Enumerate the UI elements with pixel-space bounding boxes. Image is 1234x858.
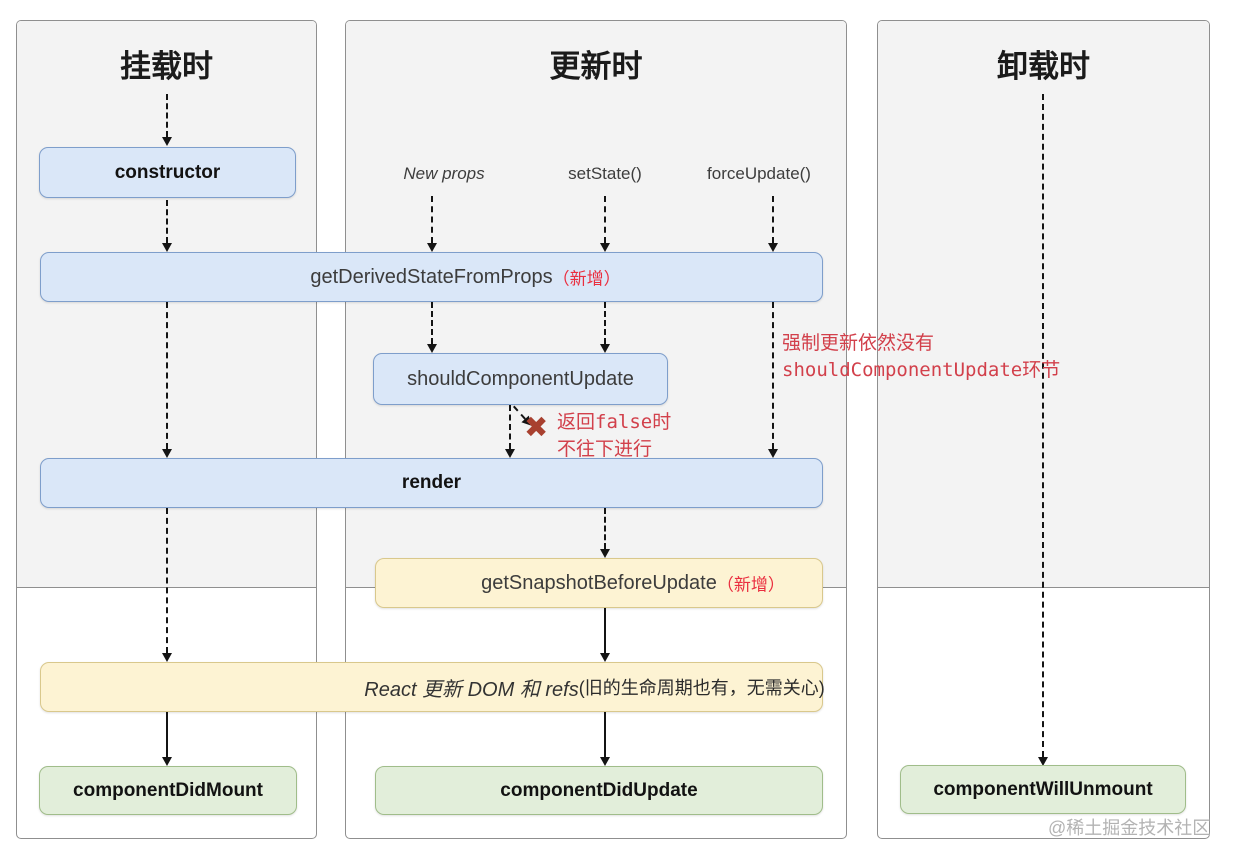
box-cdu-label: componentDidUpdate <box>500 779 698 801</box>
arrow-mount-gdsfp-to-render <box>162 302 172 458</box>
arrow-react-update-to-cdu <box>600 712 610 766</box>
arrow-force-update-to-render <box>768 302 778 458</box>
arrow-react-update-to-cdm <box>162 712 172 766</box>
arrow-new-props-to-gdsfp <box>427 196 437 252</box>
trigger-new-props: New props <box>403 164 485 183</box>
arrow-render-to-gsbu <box>600 508 610 558</box>
note-return-false: 返回false时 不往下进行 <box>557 409 671 463</box>
arrow-constructor-to-gdsfp <box>162 200 172 252</box>
arrow-mount-to-constructor <box>162 94 172 146</box>
note-force-update-line1: 强制更新依然没有 <box>782 332 935 354</box>
arrow-gdsfp-to-scu-left <box>427 302 437 353</box>
box-component-did-update: componentDidUpdate <box>375 766 823 815</box>
trigger-set-state: setState() <box>568 164 642 183</box>
panel-update-title: 更新时 <box>549 49 643 84</box>
box-component-did-mount: componentDidMount <box>39 766 297 815</box>
box-component-will-unmount: componentWillUnmount <box>900 765 1186 814</box>
stop-x-icon: ✖ <box>524 412 549 444</box>
panel-mount-title: 挂载时 <box>120 49 213 84</box>
box-react-update-note: (旧的生命周期也有，无需关心) <box>578 678 825 698</box>
arrow-gsbu-to-react-update <box>600 608 610 662</box>
arrow-scu-to-render <box>505 405 515 458</box>
box-gdsfp-new-tag: （新增） <box>552 269 621 289</box>
box-get-derived-state-from-props: getDerivedStateFromProps （新增） <box>40 252 823 302</box>
note-force-update-line2: shouldComponentUpdate环节 <box>782 359 1061 381</box>
box-scu-label: shouldComponentUpdate <box>407 367 634 390</box>
watermark: @稀土掘金技术社区 <box>1048 818 1211 838</box>
box-gdsfp-label: getDerivedStateFromProps <box>310 265 553 288</box>
box-get-snapshot-before-update: getSnapshotBeforeUpdate （新增） <box>375 558 823 608</box>
note-return-false-line1: 返回false时 <box>557 411 672 433</box>
box-cwu-label: componentWillUnmount <box>933 778 1153 800</box>
box-react-update-label: React 更新 DOM 和 refs <box>364 678 579 701</box>
box-constructor-label: constructor <box>114 161 221 183</box>
arrow-set-state-to-gdsfp <box>600 196 610 252</box>
arrow-unmount-to-cwu <box>1038 94 1048 766</box>
box-render: render <box>40 458 823 508</box>
box-gsbu-new-tag: （新增） <box>716 575 785 595</box>
note-force-update: 强制更新依然没有 shouldComponentUpdate环节 <box>782 330 1060 384</box>
note-return-false-line2: 不往下进行 <box>557 438 653 460</box>
arrow-force-update-to-gdsfp <box>768 196 778 252</box>
box-render-label: render <box>401 472 462 493</box>
box-cdm-label: componentDidMount <box>73 779 263 801</box>
box-react-updates-dom-refs: React 更新 DOM 和 refs (旧的生命周期也有，无需关心) <box>40 662 825 712</box>
panel-unmount-title: 卸载时 <box>997 49 1090 84</box>
box-constructor: constructor <box>39 147 296 198</box>
box-gsbu-label: getSnapshotBeforeUpdate <box>481 571 717 594</box>
arrow-mount-render-to-react-update <box>162 508 172 662</box>
arrow-gdsfp-to-scu-right <box>600 302 610 353</box>
trigger-force-update: forceUpdate() <box>707 164 811 183</box>
box-should-component-update: shouldComponentUpdate <box>373 353 668 405</box>
